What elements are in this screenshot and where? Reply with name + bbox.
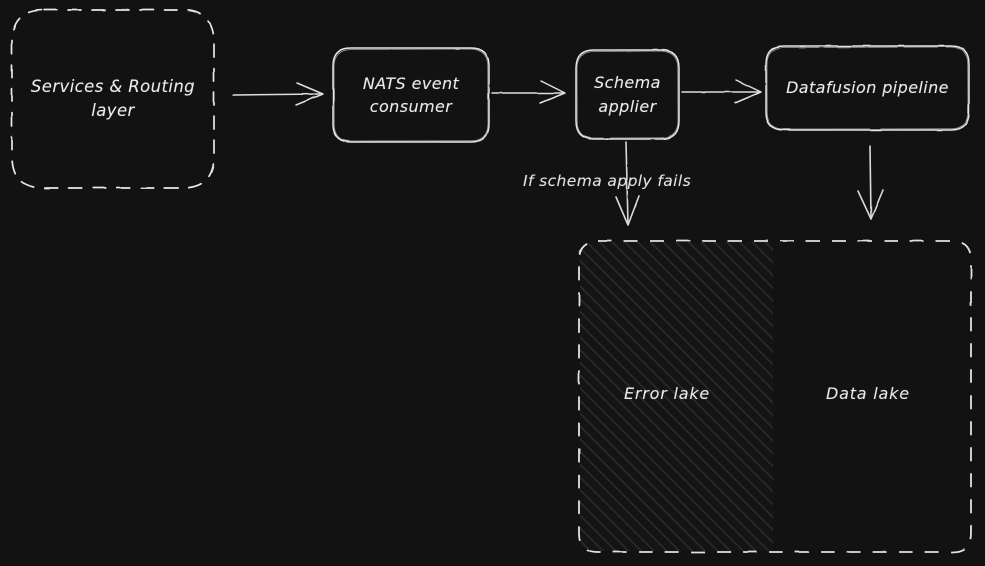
- arrow-services-to-nats: [232, 82, 324, 106]
- arrow-nats-to-schema: [491, 80, 566, 104]
- arrow-schema-to-datafusion: [681, 79, 762, 104]
- node-nats-event-consumer-label: NATS event consumer: [362, 73, 460, 116]
- data-lake-label: Data lake: [826, 384, 910, 403]
- arrow-datafusion-to-data-lake: [857, 145, 884, 220]
- edge-label-if-schema-apply-fails: If schema apply fails: [523, 172, 692, 190]
- node-schema-applier[interactable]: Schema applier: [575, 49, 680, 140]
- node-services-routing-layer[interactable]: Services & Routing layer: [10, 8, 216, 190]
- node-schema-applier-label: Schema applier: [594, 73, 661, 116]
- node-datafusion-pipeline[interactable]: Datafusion pipeline: [765, 45, 970, 131]
- node-services-routing-layer-label: Services & Routing layer: [30, 77, 196, 120]
- error-lake-label: Error lake: [624, 384, 711, 403]
- node-datafusion-pipeline-label: Datafusion pipeline: [786, 78, 949, 98]
- node-nats-event-consumer[interactable]: NATS event consumer: [332, 47, 490, 143]
